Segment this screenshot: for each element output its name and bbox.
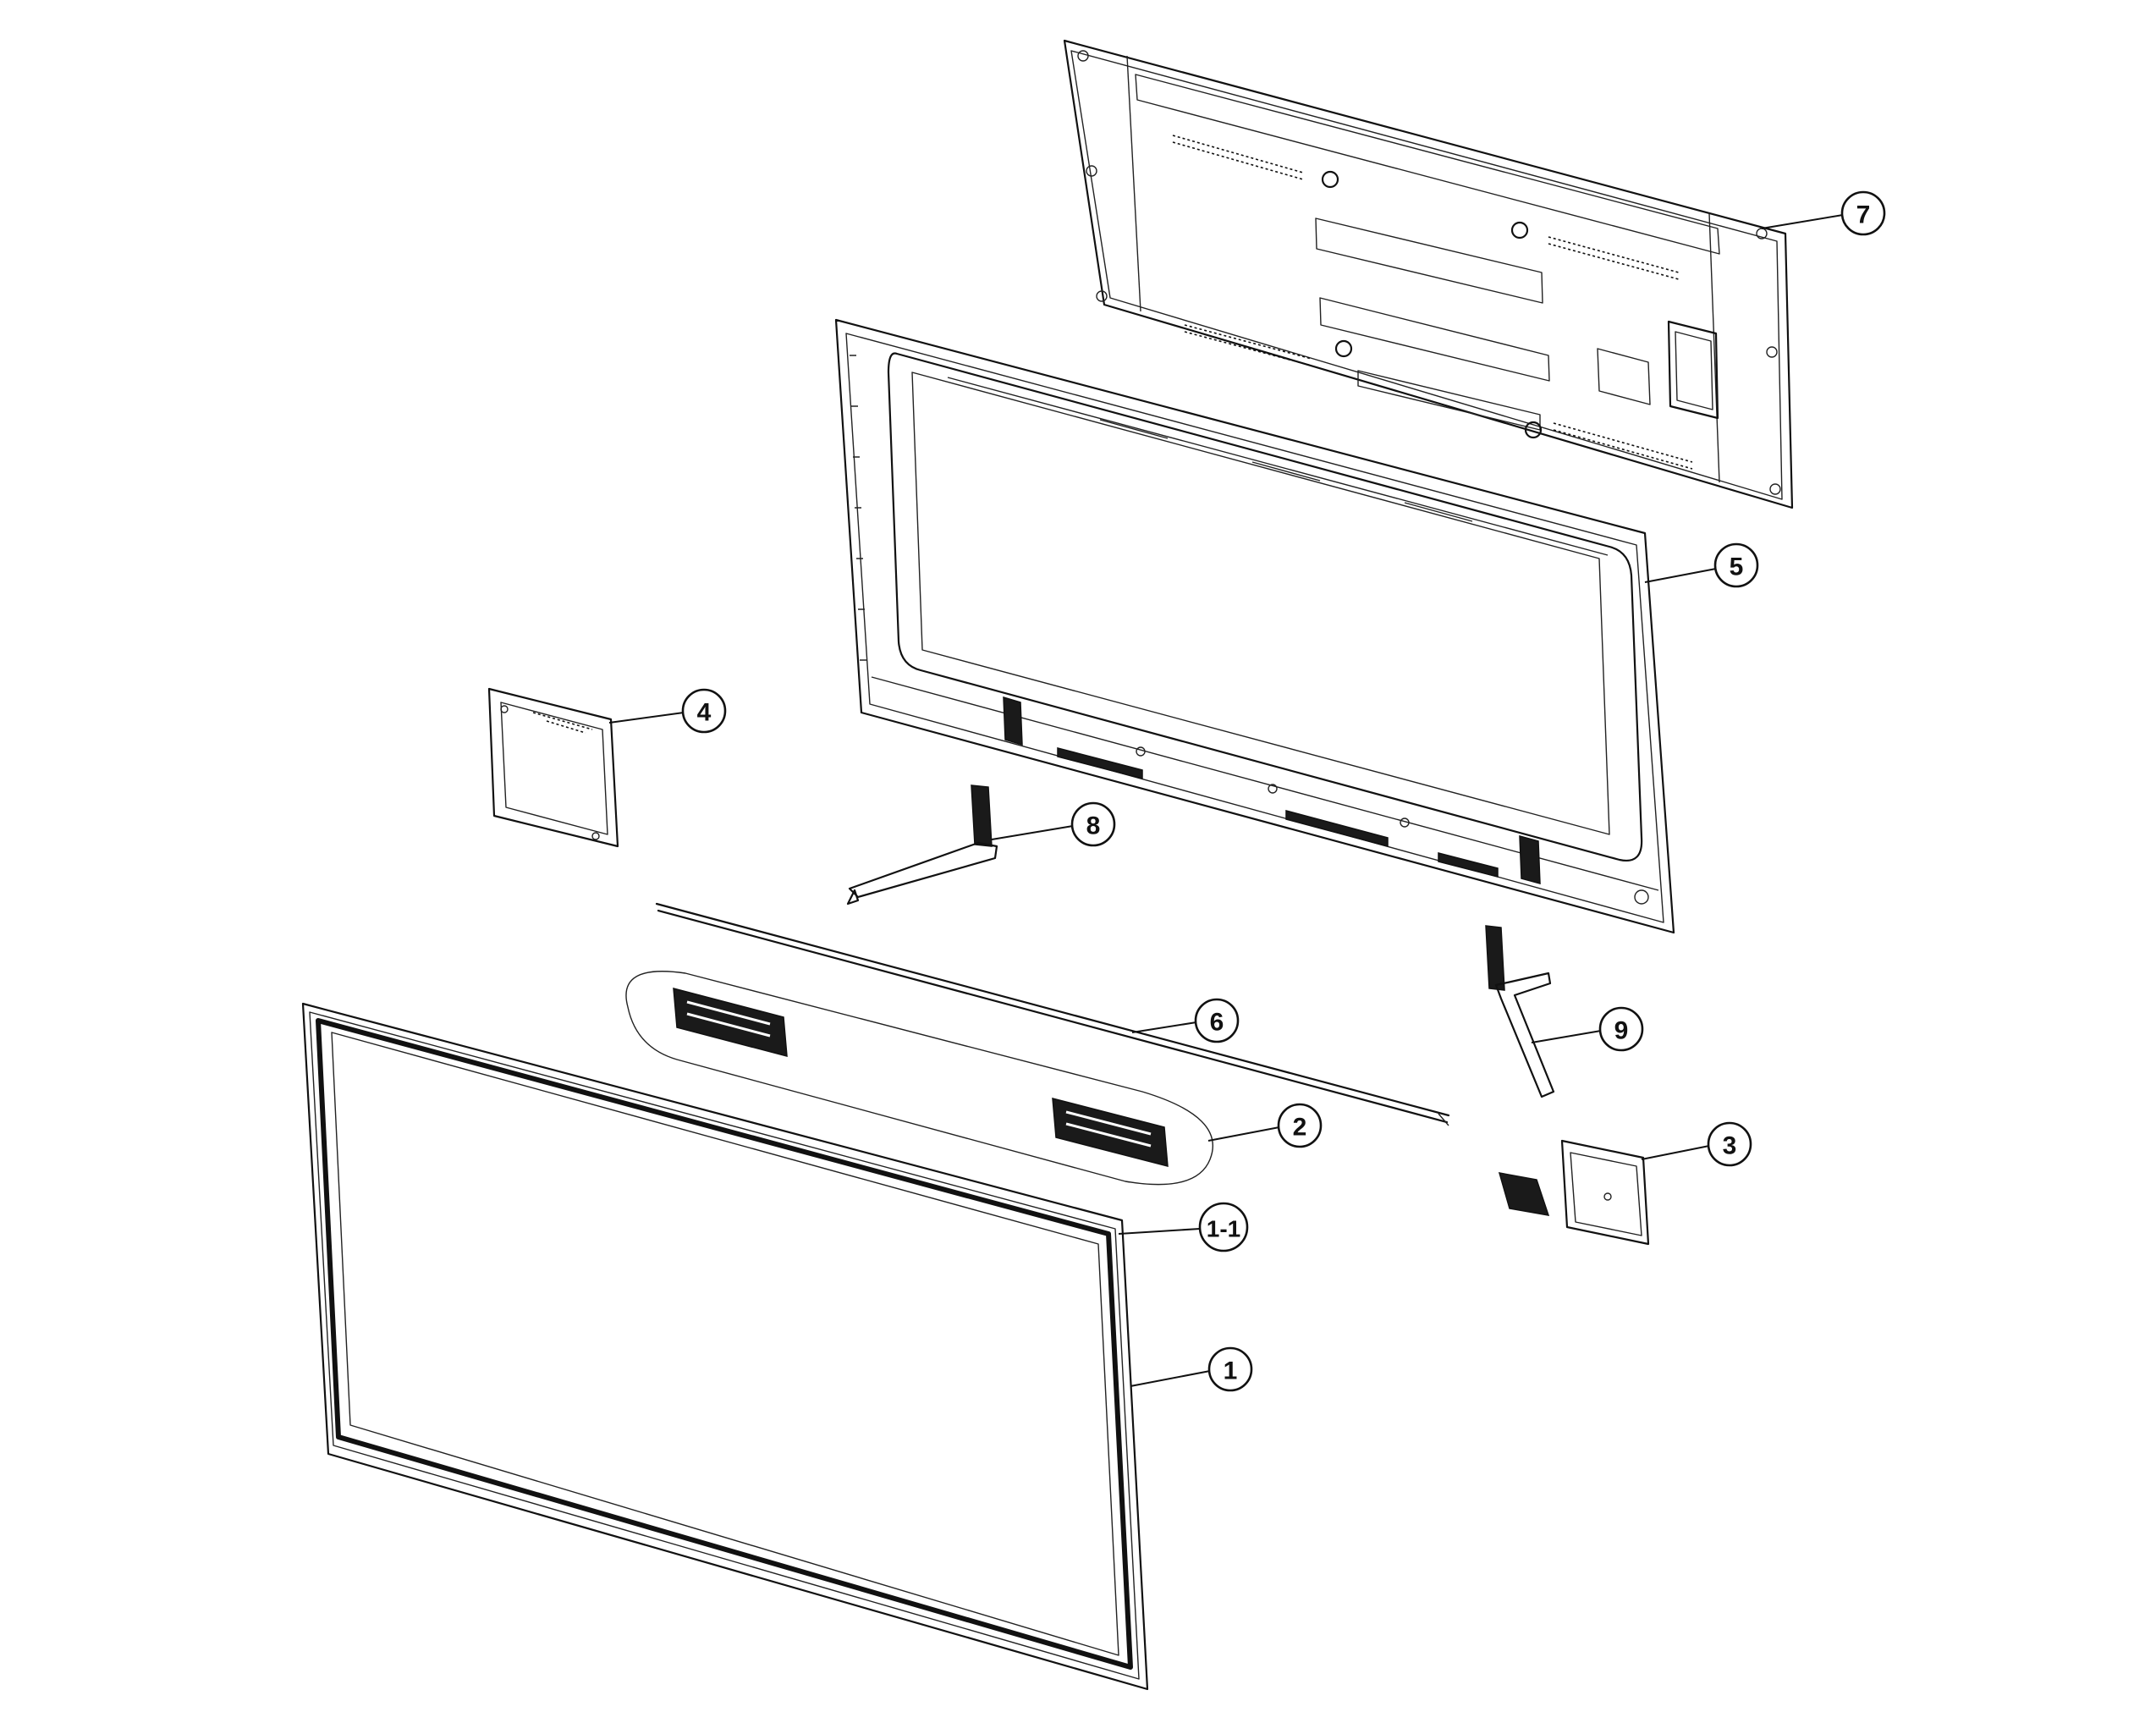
- part-1-display-panel: [301, 1002, 1149, 1691]
- callout-2-label: 2: [1293, 1114, 1307, 1142]
- part-6-light-strip: [655, 902, 1450, 1126]
- callout-9: 9: [1598, 1006, 1644, 1052]
- callout-1-1-label: 1-1: [1207, 1216, 1240, 1242]
- callout-1-1: 1-1: [1198, 1202, 1249, 1252]
- part-3-bracket: [1498, 1139, 1650, 1246]
- callout-5: 5: [1713, 542, 1759, 588]
- callout-5-label: 5: [1730, 553, 1744, 581]
- callout-leaders: [608, 214, 1844, 1387]
- part-8-stand-left: [846, 784, 998, 906]
- callout-6-label: 6: [1210, 1009, 1224, 1037]
- part-4-small-panel: [487, 687, 619, 848]
- callout-3: 3: [1707, 1121, 1752, 1167]
- callout-4-label: 4: [697, 699, 712, 727]
- part-2-speakers: [625, 971, 1214, 1186]
- callout-9-label: 9: [1614, 1017, 1629, 1045]
- part-7-back-cover: [1063, 39, 1794, 509]
- callout-6: 6: [1194, 998, 1240, 1043]
- callout-8: 8: [1070, 801, 1116, 847]
- callout-1: 1: [1207, 1346, 1253, 1392]
- callout-1-label: 1: [1224, 1357, 1238, 1385]
- callout-7: 7: [1840, 190, 1886, 236]
- callout-7-label: 7: [1856, 201, 1871, 229]
- callout-8-label: 8: [1086, 812, 1101, 840]
- callout-2: 2: [1277, 1103, 1323, 1148]
- part-5-middle-frame: [834, 318, 1675, 934]
- part-9-stand-right: [1485, 925, 1555, 1098]
- callout-3-label: 3: [1723, 1132, 1737, 1160]
- callout-4: 4: [681, 688, 727, 734]
